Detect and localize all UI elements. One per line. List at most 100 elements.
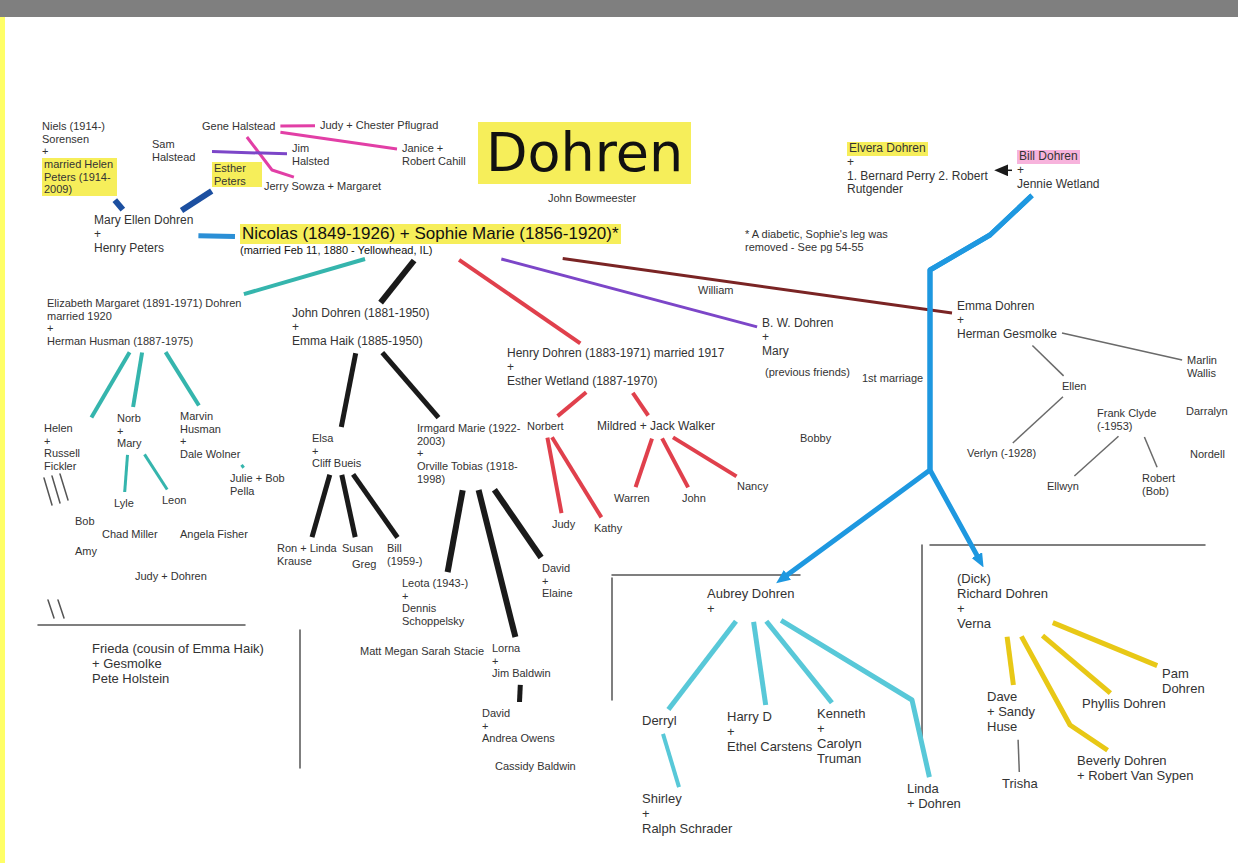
family-line (353, 474, 397, 537)
family-line (212, 152, 287, 154)
person-text: + (957, 602, 965, 617)
person-text: + (44, 435, 50, 448)
person-text: + (47, 322, 53, 335)
person-entry: Kathy (592, 520, 624, 537)
person-entry: David+Andrea Owens (480, 705, 557, 747)
person-text: Marlin Wallis (1187, 354, 1235, 379)
person-entry: B. W. Dohren+Mary (760, 315, 835, 360)
note-label: Greg (352, 558, 376, 571)
family-line (182, 191, 212, 211)
note-label: Cassidy Baldwin (495, 760, 576, 773)
person-text: Ellen (1062, 380, 1086, 393)
person-text: Robert (Bob) (1142, 472, 1187, 497)
person-entry: Lorna+Jim Baldwin (490, 640, 553, 682)
person-text: Esther Peters (212, 162, 262, 187)
person-entry: Robert (Bob) (1140, 470, 1189, 499)
person-entry: Frieda (cousin of Emma Haik)+ GesmolkePe… (90, 640, 266, 689)
person-text: Leota (1943-) (402, 577, 468, 590)
person-text: Warren (614, 492, 650, 505)
person-text: + (180, 435, 186, 448)
person-text: Pete Holstein (92, 672, 169, 687)
person-entry: Marlin Wallis (1185, 352, 1237, 381)
family-line (633, 393, 648, 416)
person-entry: Derryl (640, 712, 679, 731)
person-text: Nancy (737, 480, 768, 493)
person-text: Mary Ellen Dohren (94, 214, 193, 228)
family-line (312, 475, 330, 537)
person-entry: (Dick)Richard Dohren+Verna (955, 570, 1050, 634)
person-text: Elaine (542, 587, 573, 600)
person-text: Mildred + Jack Walker (597, 420, 715, 434)
person-text: John (682, 492, 706, 505)
family-line (280, 124, 315, 127)
person-entry: Ellen (1060, 378, 1088, 395)
person-entry: Esther Peters (210, 160, 264, 189)
person-text: Norbert (527, 420, 564, 433)
family-line (381, 261, 415, 303)
person-entry: Nancy (735, 478, 770, 495)
person-entry: Susan (340, 540, 375, 557)
page-border (0, 17, 5, 863)
person-text: + Dohren (907, 797, 961, 812)
note-label: Bob (75, 515, 95, 528)
person-text: + (507, 361, 514, 375)
person-text: Verna (957, 617, 991, 632)
person-text: Marvin Husman (180, 410, 255, 435)
person-text: + (1017, 164, 1024, 178)
person-text: Beverly Dohren (1077, 754, 1167, 769)
person-entry: Shirley+Ralph Schrader (640, 790, 734, 839)
note-label: Chad Miller (102, 528, 158, 541)
person-text: + (482, 720, 488, 733)
person-text: Emma Haik (1885-1950) (292, 335, 423, 349)
box-edge (921, 545, 923, 750)
person-text: + (542, 575, 548, 588)
person-text: + (42, 145, 48, 158)
person-text: B. W. Dohren (762, 317, 833, 331)
family-line (459, 260, 580, 343)
person-text: Herman Husman (1887-1975) (47, 335, 193, 348)
person-entry: Gene Halstead (200, 118, 277, 135)
person-entry: Sam Halstead (150, 136, 209, 165)
person-text: Mary (117, 437, 141, 450)
person-text: Elvera Dohren (847, 142, 928, 156)
person-entry: Bill (1959-) (385, 540, 434, 569)
person-text: Frieda (cousin of Emma Haik) (92, 642, 264, 657)
person-text: David (542, 562, 570, 575)
family-line (558, 392, 587, 416)
person-text: + (492, 655, 498, 668)
person-text: Norb (117, 412, 141, 425)
family-line (668, 621, 736, 709)
family-line (242, 465, 244, 468)
person-text: Nicolas (1849-1926) + Sophie Marie (1856… (240, 224, 621, 244)
person-text: Bill Dohren (1017, 150, 1080, 164)
person-text: + (762, 331, 769, 345)
family-line (342, 475, 355, 537)
person-entry: Helen+Russell Fickler (42, 420, 106, 475)
person-entry: Nicolas (1849-1926) + Sophie Marie (1856… (238, 222, 623, 258)
person-text: Mary (762, 345, 789, 359)
person-entry: Leota (1943-)+Dennis Schoppelsky (400, 575, 484, 630)
family-line (244, 259, 365, 294)
person-text: + (847, 156, 854, 170)
person-text: Lorna (492, 642, 520, 655)
note-label: Amy (75, 545, 97, 558)
family-line (1053, 623, 1157, 666)
person-text: Gene Halstead (202, 120, 275, 133)
top-bar (0, 0, 1238, 17)
family-line (494, 490, 541, 558)
person-text: Bill (1959-) (387, 542, 432, 567)
person-text: Aubrey Dohren (707, 587, 794, 602)
person-text: David (482, 707, 510, 720)
note-label: Bobby (800, 432, 831, 445)
person-text: Ethel Carstens (727, 740, 812, 755)
family-line (1144, 437, 1157, 467)
person-text: + Sandy Huse (987, 705, 1047, 735)
person-text: + (117, 425, 123, 438)
family-line (552, 437, 601, 517)
person-text: married Helen Peters (1914-2009) (42, 158, 117, 196)
person-text: Trisha (1002, 777, 1038, 792)
family-line (1032, 346, 1063, 376)
person-entry: Irmgard Marie (1922-2003)+Orville Tobias… (415, 420, 524, 487)
box-edge (299, 630, 301, 768)
